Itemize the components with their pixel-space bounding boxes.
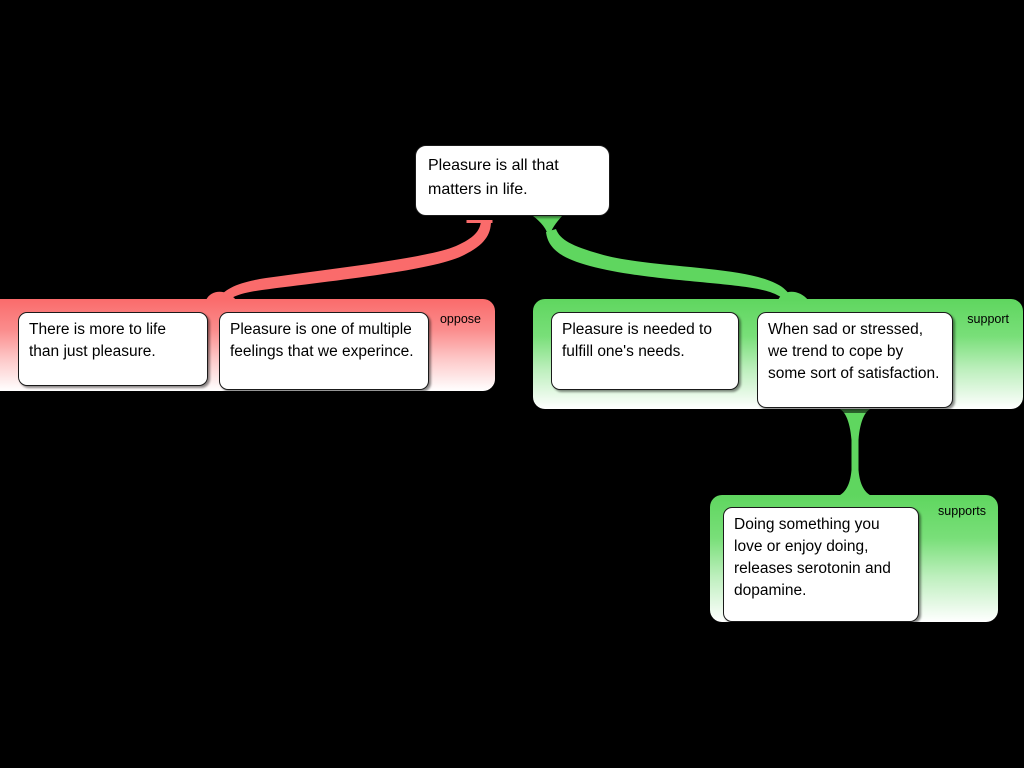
claim-card-oppose-1[interactable]: There is more to life than just pleasure…	[18, 312, 208, 386]
claim-card-oppose-2[interactable]: Pleasure is one of multiple feelings tha…	[219, 312, 429, 390]
root-claim-card[interactable]: Pleasure is all that matters in life.	[415, 145, 610, 216]
connector-support-to-supports	[832, 408, 878, 498]
group-label-oppose: oppose	[439, 312, 481, 326]
group-label-supports: supports	[938, 504, 986, 518]
claim-card-supports-1[interactable]: Doing something you love or enjoy doing,…	[723, 507, 919, 622]
claim-card-support-1[interactable]: Pleasure is needed to fulfill one's need…	[551, 312, 739, 390]
claim-card-support-2[interactable]: When sad or stressed, we trend to cope b…	[757, 312, 953, 408]
group-label-support: support	[967, 312, 1009, 326]
